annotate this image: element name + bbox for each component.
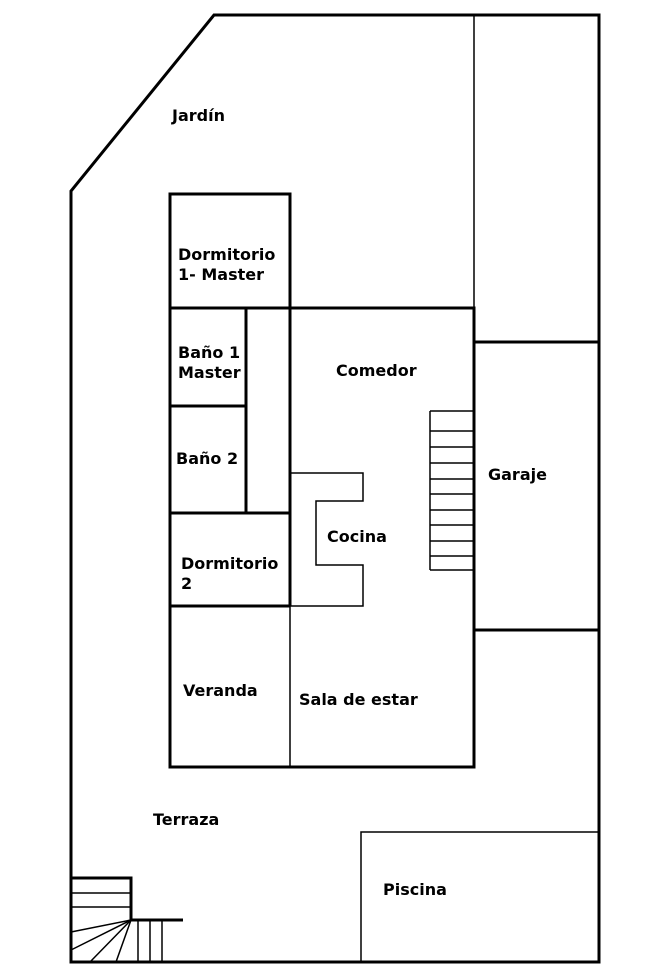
label-bano1-line2: Master <box>178 363 241 382</box>
label-bano1-line1: Baño 1 <box>178 343 240 362</box>
property-boundary <box>69 13 601 964</box>
exterior-stairs <box>70 876 183 963</box>
label-dormitorio1-line2: 1- Master <box>178 265 264 284</box>
interior-stairs <box>429 410 474 571</box>
label-sala-de-estar: Sala de estar <box>299 690 418 709</box>
label-dormitorio1-line1: Dormitorio <box>178 245 275 264</box>
label-cocina: Cocina <box>327 527 387 546</box>
label-garaje: Garaje <box>488 465 547 484</box>
label-bano2: Baño 2 <box>176 449 238 468</box>
kitchen-counter <box>290 472 364 607</box>
label-piscina: Piscina <box>383 880 447 899</box>
label-veranda: Veranda <box>183 681 258 700</box>
master-bedroom <box>168 192 292 310</box>
pool-area <box>360 831 600 963</box>
label-dormitorio2-line1: Dormitorio <box>181 554 278 573</box>
garage-room <box>472 340 601 632</box>
label-dormitorio2-line2: 2 <box>181 574 192 593</box>
label-comedor: Comedor <box>336 361 417 380</box>
house-outline <box>168 306 476 769</box>
label-terraza: Terraza <box>153 810 219 829</box>
label-jardin: Jardín <box>171 106 225 125</box>
